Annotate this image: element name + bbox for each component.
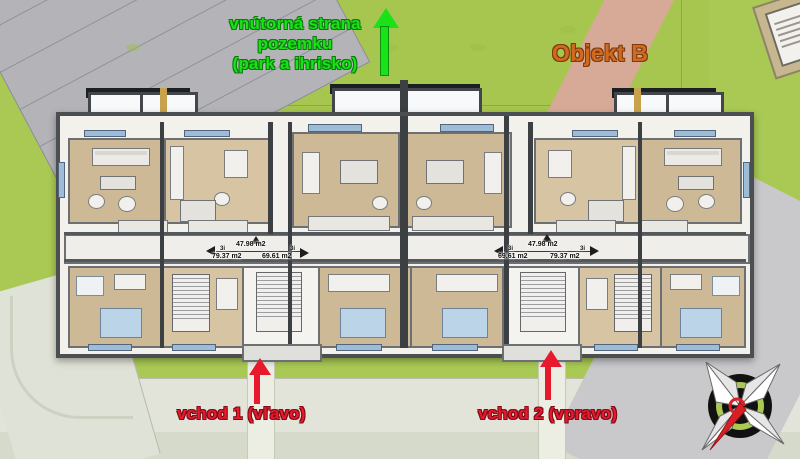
window [84,130,126,137]
area-labels-left: 3i 3i 47.98 m2 79.37 m2 69.61 m2 [206,236,316,266]
compass-star-icon [701,361,785,451]
window [572,130,618,137]
compass-needle-icon [709,397,747,451]
window [58,162,65,198]
entrance-lobby-1 [242,344,322,362]
inner-side-line2: pozemku [257,34,333,53]
window [88,344,132,351]
shrub [560,26,576,33]
north-compass-rose [692,358,788,454]
window [594,344,638,351]
area-top-left: 47.98 m2 [236,241,266,248]
entrance-1-label: vchod 1 (vľavo) [177,404,306,423]
room-living-left-1 [68,138,168,224]
road-curve-edge [10,296,133,419]
area-labels-right: 3i 3i 47.98 m2 69.61 m2 79.37 m2 [494,234,606,264]
kitchen-counter [308,216,390,231]
inner-side-line3: (park a ihrisko) [232,54,358,73]
room-south-center-2 [410,266,506,348]
window [674,130,716,137]
room-living-right-2 [638,138,742,224]
window [336,344,382,351]
room-south-right-1 [660,266,746,348]
window [308,124,362,132]
room-south-center-1 [318,266,414,348]
window [676,344,720,351]
kitchen-counter [412,216,494,231]
room-living-right-1 [534,138,642,224]
window [743,162,750,198]
area-bottom-right-right: 79.37 m2 [550,253,580,260]
object-b-label: Objekt B [552,40,649,66]
unit-marker-right: 3i [580,246,586,252]
inner-side-line1: vnútorná strana [229,14,361,33]
room-living-left-2 [164,138,272,224]
entrance-2-label: vchod 2 (vpravo) [478,404,618,423]
window [184,130,230,137]
shrub [126,44,140,51]
window [172,344,216,351]
party-wall [160,88,167,126]
room-south-right-2 [578,266,664,348]
inner-side-label: vnútorná strana pozemku (park a ihrisko) [190,14,400,74]
area-top-right: 47.98 m2 [528,241,558,248]
shrub [470,44,486,51]
up-arrow-green [366,8,406,76]
stairwell-right [502,266,582,348]
up-arrow-red-1 [244,358,276,404]
room-south-left-1 [68,266,164,348]
room-living-center-1 [292,132,400,228]
unit-marker-right: 3i [290,246,296,252]
stairwell-left [242,266,322,348]
window [432,344,478,351]
unit-marker-left: 3i [508,246,514,252]
building-objekt-b [56,112,754,362]
area-bottom-left: 79.37 m2 [212,253,242,260]
area-bottom-right: 69.61 m2 [262,253,292,260]
shrub [382,44,398,51]
room-living-center-2 [404,132,512,228]
unit-marker-left: 3i [220,246,226,252]
party-wall [400,80,408,130]
party-wall [634,88,641,126]
up-arrow-red-2 [535,350,567,400]
shrub [330,24,344,31]
room-south-left-2 [160,266,246,348]
area-bottom-left-right: 69.61 m2 [498,253,528,260]
window [440,124,494,132]
